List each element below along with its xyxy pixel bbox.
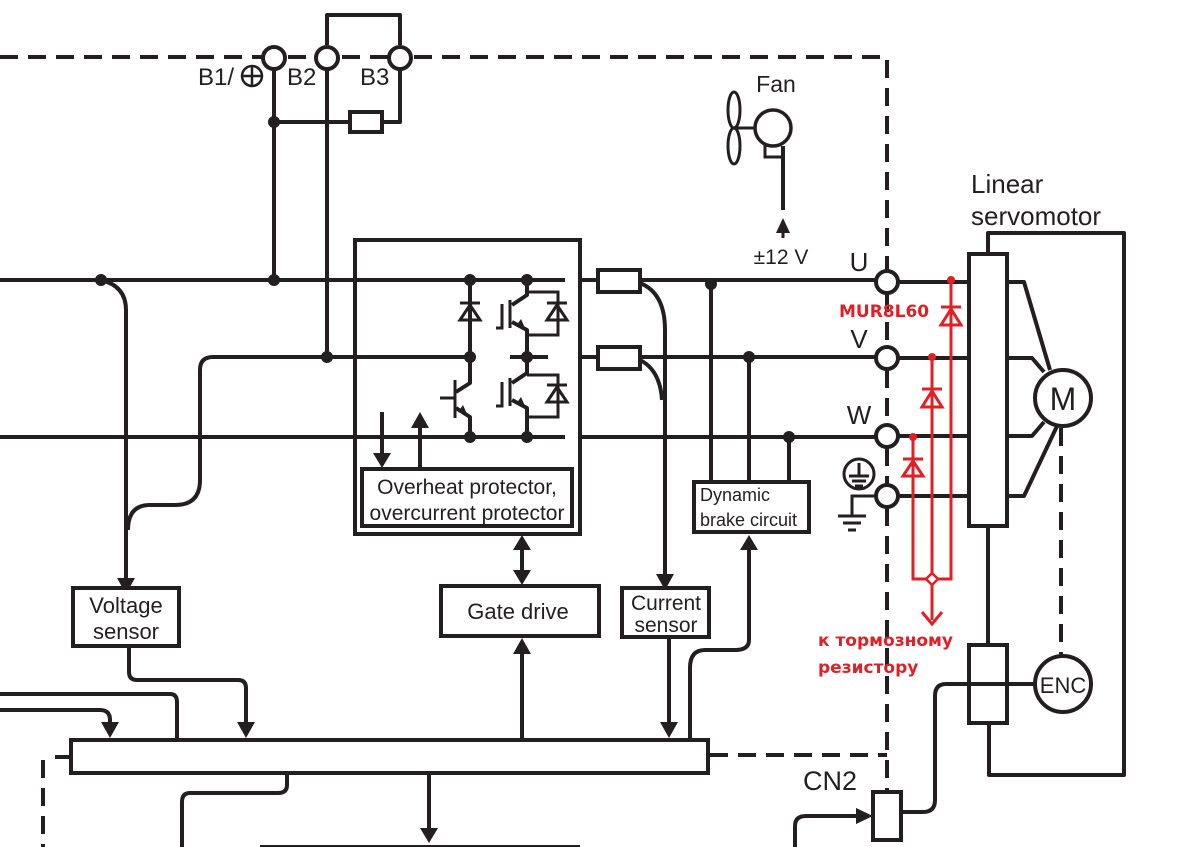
diode-part-label: MUR8L60 [839,302,929,322]
terminal-b1 [261,45,287,71]
current-sensor-group: Current sensor [620,586,711,738]
regen-terminals: B1/ B2 B3 [198,13,413,357]
brake-diode-annotation: MUR8L60 к тормозному резистору [818,276,964,678]
gate-drive-label: Gate drive [467,599,569,624]
terminal-v-label: V [850,324,868,354]
gate-drive-group: Gate drive [439,535,601,740]
voltage-sensor-label-2: sensor [93,619,159,644]
dynamic-brake-label-2: brake circuit [700,510,797,530]
power-lines [0,268,877,594]
terminal-pe [874,483,900,509]
fan-supply-label: ±12 V [754,246,809,269]
inverter-module: Overheat protector, overcurrent protecto… [353,238,582,536]
output-terminals: U V W [838,247,1060,532]
terminal-v [874,345,900,371]
motor-symbol-label: M [1050,381,1077,417]
plus-circle-icon [240,64,264,88]
encoder-label: ENC [1040,673,1087,698]
motor-title-1: Linear [971,169,1044,199]
regen-resistor [348,110,384,134]
motor-symbol [1033,368,1093,428]
protector-label-1: Overheat protector, [377,476,557,499]
terminal-b3-label: B3 [360,64,389,91]
current-sensor-block [620,586,711,639]
protective-earth-icon [842,457,876,491]
voltage-sensor-block [71,586,181,648]
shunt-resistor-v [596,345,642,371]
cn2-connector: CN2 [793,766,903,847]
brake-note-1: к тормозному [818,631,953,651]
current-sensor-label-1: Current [631,592,701,615]
protector-label-2: overcurrent protector [370,502,565,525]
voltage-sensor-label-1: Voltage [89,593,162,618]
amplifier-enclosure [0,55,889,847]
shunt-resistor-u [596,268,642,294]
dynamic-brake-block [692,480,811,534]
terminal-u-label: U [850,247,869,277]
fan-label: Fan [756,71,796,97]
motor-connector [967,252,1009,528]
ground-icon [838,494,876,532]
fan-icon [726,90,793,166]
overheat-protector-block [360,467,574,528]
linear-servomotor: Linear servomotor M ENC [902,169,1126,814]
dynamic-brake-group: Dynamic brake circuit [688,480,811,740]
terminal-w-label: W [847,400,872,430]
control-bus [55,738,710,847]
cn2-label: CN2 [803,766,857,796]
terminal-b3 [387,45,413,71]
motor-title-2: servomotor [971,201,1101,231]
dynamic-brake-label-1: Dynamic [700,485,770,505]
gate-drive-block [439,584,601,638]
current-sensor-label-2: sensor [634,614,697,637]
terminal-b2-label: B2 [287,64,316,91]
fan-group: Fan ±12 V [726,71,809,269]
terminal-u [874,269,900,295]
terminal-b2 [314,45,340,71]
terminal-w [874,423,900,449]
terminal-b1-label: B1/ [198,64,234,91]
voltage-sensor-group: Voltage sensor [0,586,255,740]
brake-note-2: резистору [818,658,918,678]
